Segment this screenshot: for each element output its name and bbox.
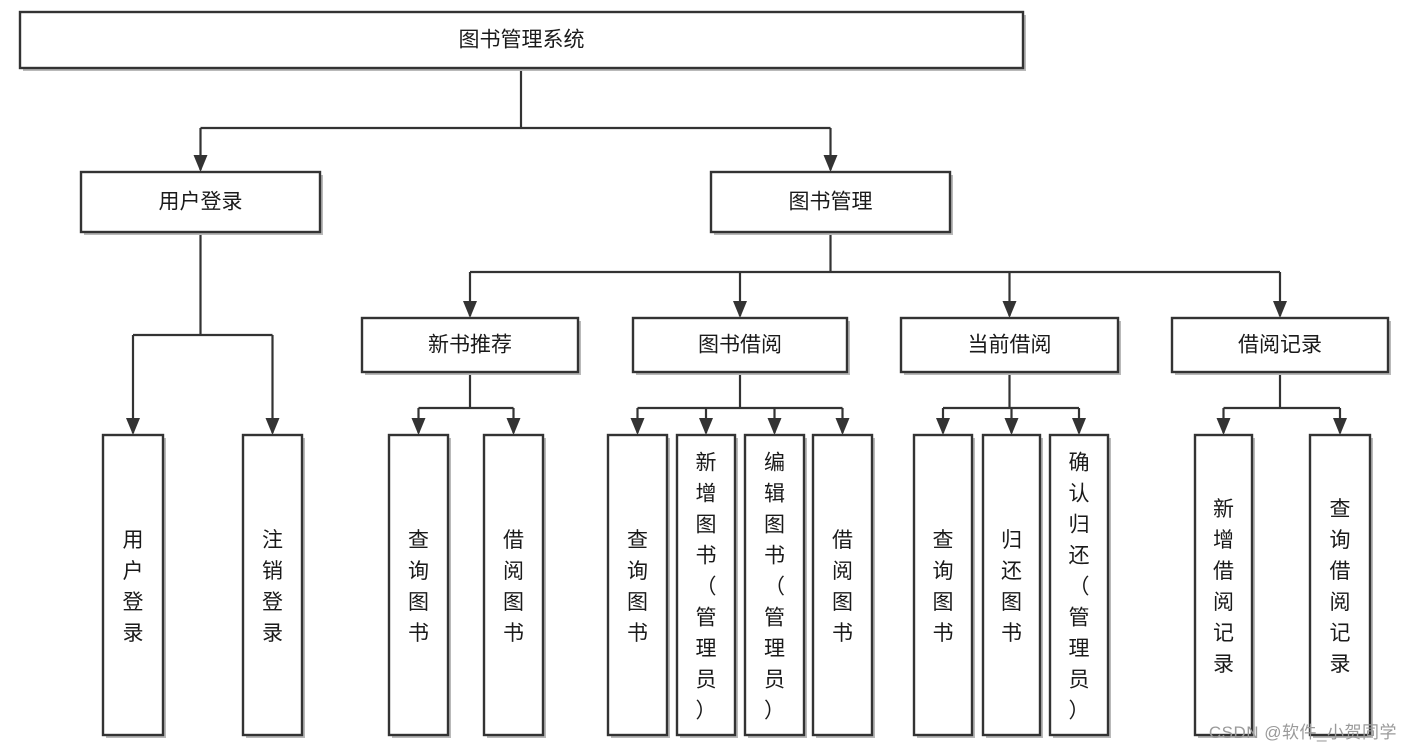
- arrow-head-icon: [936, 418, 950, 435]
- node-box-new-book-recommend[interactable]: [360, 316, 580, 374]
- connector-layer: [126, 68, 1347, 435]
- node-label-borrow-record: 借阅记录: [1238, 334, 1322, 357]
- node-label-leaf-add-book: 新增图书（管理员）: [696, 452, 717, 723]
- node-label-leaf-user-login: 用户登录: [123, 529, 144, 645]
- arrow-head-icon: [1004, 418, 1019, 435]
- node-label-leaf-logout: 注销登录: [262, 529, 283, 645]
- node-box-leaf-edit-book[interactable]: [743, 433, 806, 737]
- arrow-head-icon: [835, 418, 850, 435]
- node-box-leaf-query-book-recommend[interactable]: [387, 433, 450, 737]
- arrow-head-icon: [699, 418, 713, 435]
- node-label-leaf-borrow-book-recommend: 借阅图书: [503, 529, 524, 645]
- arrow-head-icon: [823, 155, 838, 172]
- node-box-leaf-query-book-current[interactable]: [912, 433, 974, 737]
- node-box-leaf-logout[interactable]: [241, 433, 304, 737]
- arrow-head-icon: [733, 301, 747, 318]
- node-borrow-record[interactable]: 借阅记录: [1170, 316, 1391, 375]
- node-leaf-add-borrow-record[interactable]: 新增借阅记录: [1193, 433, 1255, 738]
- node-label-new-book-recommend: 新书推荐: [428, 334, 512, 357]
- node-box-leaf-confirm-return[interactable]: [1048, 433, 1110, 737]
- node-label-book-manage: 图书管理: [789, 191, 873, 214]
- arrow-head-icon: [126, 418, 140, 435]
- node-label-leaf-edit-book: 编辑图书（管理员）: [764, 452, 785, 723]
- arrow-head-icon: [1216, 418, 1231, 435]
- node-layer: 图书管理系统用户登录图书管理新书推荐图书借阅当前借阅借阅记录用户登录注销登录查询…: [18, 10, 1391, 738]
- node-leaf-query-book-borrow[interactable]: 查询图书: [606, 433, 670, 738]
- node-box-root[interactable]: [18, 10, 1025, 70]
- arrow-head-icon: [630, 418, 645, 435]
- node-label-current-borrow: 当前借阅: [968, 334, 1052, 357]
- node-label-leaf-query-book-recommend: 查询图书: [408, 529, 429, 645]
- node-box-leaf-borrow-book[interactable]: [811, 433, 874, 737]
- node-current-borrow[interactable]: 当前借阅: [899, 316, 1121, 375]
- arrow-head-icon: [193, 155, 208, 172]
- node-leaf-query-book-current[interactable]: 查询图书: [912, 433, 975, 738]
- node-box-leaf-add-borrow-record[interactable]: [1193, 433, 1254, 737]
- node-leaf-query-borrow-record[interactable]: 查询借阅记录: [1308, 433, 1373, 738]
- csdn-watermark: CSDN @软件_小贺同学: [1208, 723, 1397, 742]
- node-label-book-borrow: 图书借阅: [698, 334, 782, 357]
- node-label-leaf-query-borrow-record: 查询借阅记录: [1330, 498, 1351, 676]
- node-box-borrow-record[interactable]: [1170, 316, 1390, 374]
- node-box-leaf-query-borrow-record[interactable]: [1308, 433, 1372, 737]
- node-label-leaf-borrow-book: 借阅图书: [832, 529, 853, 645]
- node-box-leaf-add-book[interactable]: [675, 433, 737, 737]
- node-book-manage[interactable]: 图书管理: [709, 170, 953, 235]
- node-box-leaf-user-login[interactable]: [101, 433, 165, 737]
- node-box-book-manage[interactable]: [709, 170, 952, 234]
- node-label-leaf-add-borrow-record: 新增借阅记录: [1213, 498, 1234, 676]
- node-user-login[interactable]: 用户登录: [79, 170, 323, 235]
- node-leaf-add-book[interactable]: 新增图书（管理员）: [675, 433, 738, 738]
- node-box-leaf-return-book[interactable]: [981, 433, 1042, 737]
- node-label-user-login: 用户登录: [159, 191, 243, 214]
- node-label-root: 图书管理系统: [459, 29, 585, 52]
- node-box-user-login[interactable]: [79, 170, 322, 234]
- node-leaf-edit-book[interactable]: 编辑图书（管理员）: [743, 433, 807, 738]
- arrow-head-icon: [1002, 301, 1017, 318]
- node-book-borrow[interactable]: 图书借阅: [631, 316, 850, 375]
- node-leaf-user-login[interactable]: 用户登录: [101, 433, 166, 738]
- node-leaf-borrow-book[interactable]: 借阅图书: [811, 433, 875, 738]
- node-label-leaf-query-book-borrow: 查询图书: [627, 529, 648, 645]
- node-box-book-borrow[interactable]: [631, 316, 849, 374]
- node-root[interactable]: 图书管理系统: [18, 10, 1026, 71]
- node-leaf-borrow-book-recommend[interactable]: 借阅图书: [482, 433, 546, 738]
- arrow-head-icon: [1333, 418, 1347, 435]
- arrow-head-icon: [767, 418, 782, 435]
- node-new-book-recommend[interactable]: 新书推荐: [360, 316, 581, 375]
- node-leaf-logout[interactable]: 注销登录: [241, 433, 305, 738]
- node-leaf-confirm-return[interactable]: 确认归还（管理员）: [1048, 433, 1111, 738]
- node-leaf-return-book[interactable]: 归还图书: [981, 433, 1043, 738]
- arrow-head-icon: [1072, 418, 1086, 435]
- arrow-head-icon: [265, 418, 280, 435]
- node-box-current-borrow[interactable]: [899, 316, 1120, 374]
- arrow-head-icon: [411, 418, 426, 435]
- node-label-leaf-confirm-return: 确认归还（管理员）: [1069, 452, 1090, 723]
- arrow-head-icon: [506, 418, 521, 435]
- arrow-head-icon: [1273, 301, 1287, 318]
- node-label-leaf-query-book-current: 查询图书: [933, 529, 954, 645]
- node-box-leaf-query-book-borrow[interactable]: [606, 433, 669, 737]
- arrow-head-icon: [463, 301, 477, 318]
- node-box-leaf-borrow-book-recommend[interactable]: [482, 433, 545, 737]
- node-leaf-query-book-recommend[interactable]: 查询图书: [387, 433, 451, 738]
- node-label-leaf-return-book: 归还图书: [1001, 529, 1022, 645]
